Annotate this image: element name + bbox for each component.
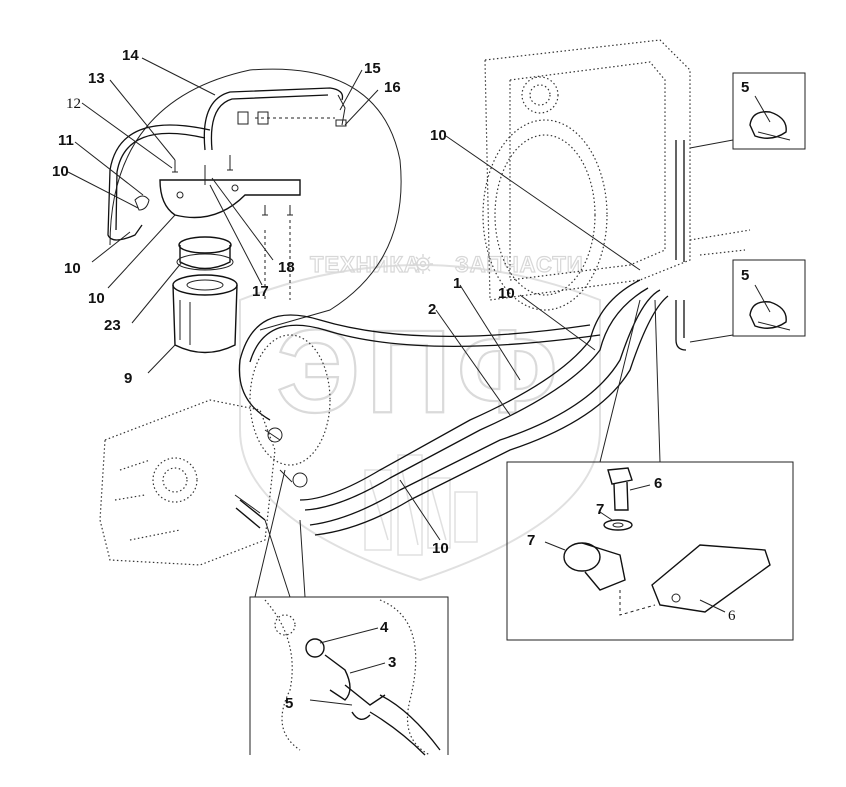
watermark-shield [239,264,601,582]
fitting-19-20 [335,94,347,127]
callout-5-top: 5 [741,79,749,96]
callout-7-label: 7 [527,532,535,549]
callout-16: 12 [66,96,81,112]
detail-connection [249,469,449,756]
callout-1: 1 [453,275,461,292]
radiator [482,39,751,351]
callout-17: 13 [88,70,105,87]
clamp-7 [563,542,626,591]
callout-14: 10 [52,163,69,180]
watermark: ЭПФ ТЕХНИКА ЗАПЧАСТИ [239,251,601,582]
oil-lines-1-2 [238,279,669,536]
gear-icon [413,254,433,274]
filter-head-23 [176,236,234,271]
callout-10-second: 10 [498,285,515,302]
callout-12: 10 [88,290,105,307]
callout-21: 17 [252,283,269,300]
leader-lines [67,57,771,706]
callout-13: 10 [64,260,81,277]
watermark-logo-letters: ЭПФ [276,306,563,438]
callout-4: 4 [380,619,389,636]
callout-6-label: 6 [728,608,736,624]
callout-10-third: 10 [432,540,449,557]
callout-19: 15 [364,60,381,77]
mount-bracket-12 [159,179,301,219]
watermark-brand-right: ЗАПЧАСТИ [455,252,584,277]
adapter-fitting [237,111,269,125]
callout-18: 14 [122,47,139,64]
callout-15: 11 [58,132,74,149]
callout-8-shown: 6 [654,475,662,492]
filter-detail-circle [109,68,402,331]
hose-clamp-details [689,72,806,343]
oil-filter-11 [172,274,238,354]
callout-9: 7 [596,501,604,518]
callout-22: 18 [278,259,295,276]
callout-10-first: 10 [430,127,447,144]
detail-clamp [506,299,794,641]
hose-18 [203,87,344,151]
callout-11: 9 [124,370,132,387]
callout-20: 16 [384,79,401,96]
watermark-brand-left: ТЕХНИКА [310,252,421,277]
callout-5-bottom: 5 [285,695,293,712]
callout-2: 2 [428,301,436,318]
washer-9 [603,519,633,531]
watermark-buildings [364,454,478,556]
bolt-8 [607,467,633,511]
callout-labels: 14 13 12 11 10 10 10 23 9 15 16 18 17 10… [52,47,749,712]
callout-3: 3 [388,654,396,671]
callout-23: 23 [104,317,121,334]
engine-block [99,334,331,566]
callout-5-mid: 5 [741,267,749,284]
hose-13 [107,124,211,241]
